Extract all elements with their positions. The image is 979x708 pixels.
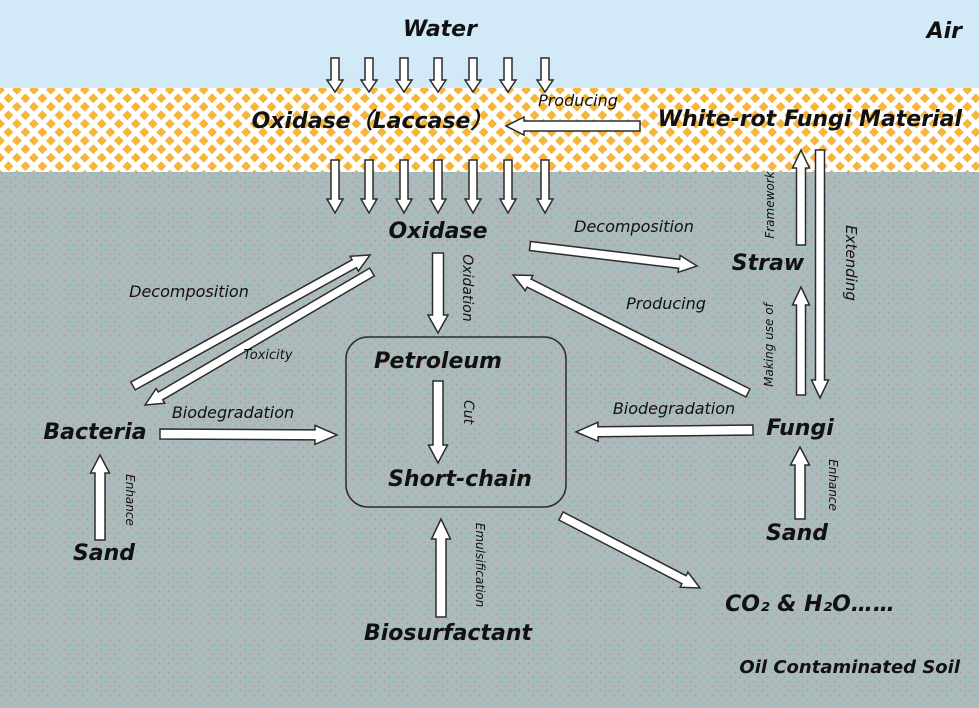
enhance-right-arrow	[789, 445, 811, 520]
decomposition-right-label: Decomposition	[574, 217, 694, 236]
water-arrow-upper-3	[394, 57, 414, 94]
making-use-of-arrow	[791, 285, 811, 396]
making-use-of-label: Making use of	[762, 301, 776, 386]
water-arrow-lower-5	[463, 159, 483, 215]
petroleum-node: Petroleum	[374, 349, 502, 374]
oxidation-arrow	[426, 252, 450, 335]
sand-right-node: Sand	[766, 521, 828, 546]
decomposition-left-label: Decomposition	[129, 282, 249, 301]
biodeg-right-arrow	[574, 421, 754, 443]
white-rot-node: White-rot Fungi Material	[658, 107, 963, 132]
oxidase-node: Oxidase	[388, 219, 487, 244]
producing-mid-arrow	[511, 274, 752, 399]
framework-label: Framework	[763, 170, 777, 238]
petroleum-box	[345, 336, 567, 508]
water-arrow-lower-3	[394, 159, 414, 215]
air-label: Air	[925, 19, 964, 44]
water-arrow-upper-1	[325, 57, 345, 94]
cut-arrow	[427, 380, 449, 465]
water-label: Water	[403, 17, 478, 42]
biodeg-right-label: Biodegradation	[613, 399, 735, 418]
mineralization-arrow	[557, 510, 702, 589]
sand-left-node: Sand	[73, 541, 135, 566]
producing-mid-label: Producing	[626, 294, 706, 313]
toxicity-arrow	[143, 267, 376, 406]
decomposition-left-arrow	[129, 254, 372, 391]
soil-label: Oil Contaminated Soil	[739, 657, 960, 678]
water-arrow-upper-6	[498, 57, 518, 94]
biosurfactant-node: Biosurfactant	[364, 621, 534, 646]
extending-arrow	[810, 149, 830, 400]
extending-label: Extending	[842, 225, 860, 301]
co2-h2o-node: CO₂ & H₂O……	[725, 592, 895, 617]
laccase-node: Oxidase（Laccase）	[252, 108, 493, 134]
water-arrow-upper-2	[359, 57, 379, 94]
fungi-node: Fungi	[766, 416, 834, 441]
water-arrow-lower-1	[325, 159, 345, 215]
water-arrow-lower-2	[359, 159, 379, 215]
biodeg-left-label: Biodegradation	[172, 403, 294, 422]
framework-arrow	[791, 148, 811, 246]
water-arrow-lower-7	[535, 159, 555, 215]
water-arrow-lower-6	[498, 159, 518, 215]
enhance-left-label: Enhance	[123, 474, 137, 526]
toxicity-label: Toxicity	[243, 348, 292, 363]
water-arrow-lower-4	[428, 159, 448, 215]
water-arrow-upper-5	[463, 57, 483, 94]
bacteria-node: Bacteria	[43, 420, 146, 445]
enhance-right-label: Enhance	[826, 459, 840, 511]
short-chain-node: Short-chain	[388, 467, 532, 492]
enhance-left-arrow	[89, 453, 111, 541]
water-arrow-upper-7	[535, 57, 555, 94]
oxidation-label: Oxidation	[459, 254, 475, 321]
decomposition-right-arrow	[528, 240, 699, 274]
emulsification-arrow	[430, 517, 452, 618]
water-arrow-upper-4	[428, 57, 448, 94]
producing-top-label: Producing	[538, 91, 618, 110]
producing-top-arrow	[504, 115, 641, 137]
air-layer	[0, 0, 979, 88]
biodeg-left-arrow	[159, 424, 339, 446]
cut-label: Cut	[460, 400, 476, 425]
emulsification-label: Emulsification	[473, 523, 487, 608]
straw-node: Straw	[732, 251, 805, 276]
